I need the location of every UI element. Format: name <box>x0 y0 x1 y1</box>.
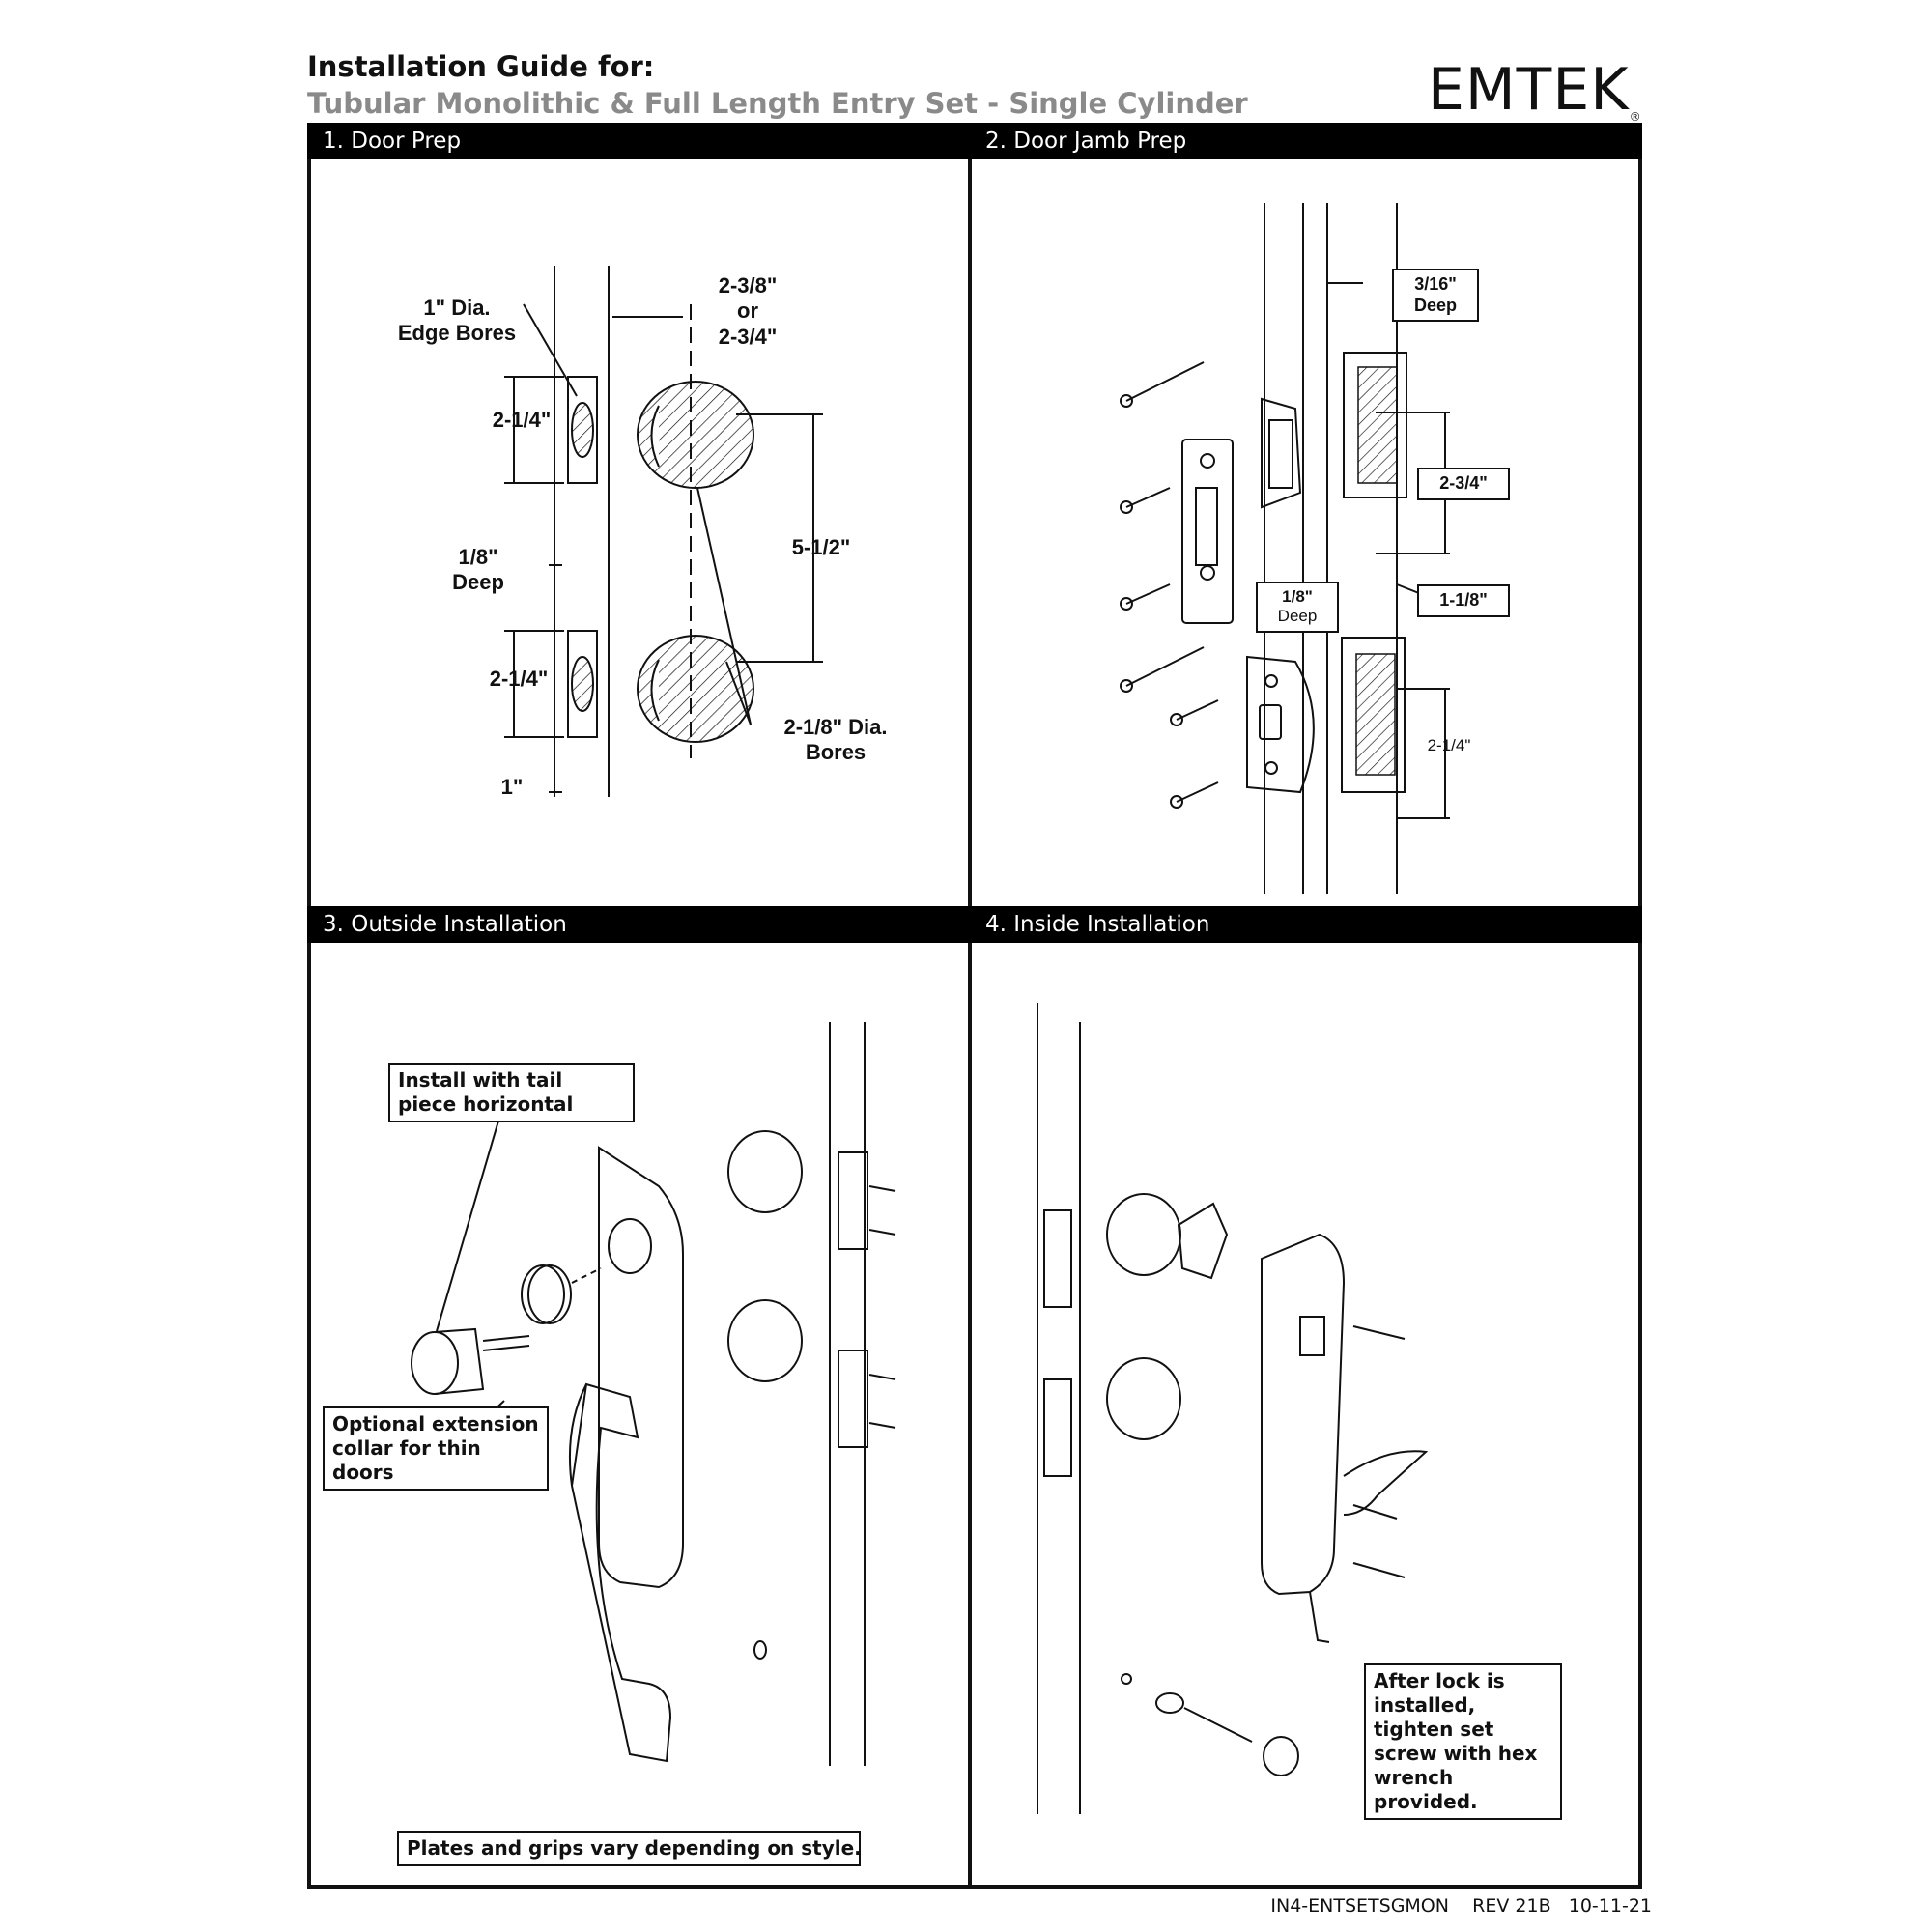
page-subtitle: Tubular Monolithic & Full Length Entry S… <box>307 87 1248 120</box>
outside-installation-diagram <box>411 1022 896 1766</box>
callout-set-screw: After lock is installed, tighten set scr… <box>1364 1663 1562 1820</box>
brand-name: EMTEK <box>1428 56 1630 124</box>
section-bar-inside-installation: 4. Inside Installation <box>970 906 1642 943</box>
dim-edge-bores: 1" Dia. Edge Bores <box>397 296 517 346</box>
callout-plates-vary: Plates and grips vary depending on style… <box>397 1831 862 1866</box>
section-bar-outside-installation: 3. Outside Installation <box>307 906 970 943</box>
dim-strike-height: 2-3/4" <box>1417 468 1510 500</box>
dim-backset: 2-3/8" or 2-3/4" <box>718 273 778 349</box>
dim-strike-offset: 1-1/8" <box>1417 584 1510 617</box>
page-title: Installation Guide for: <box>307 50 655 83</box>
panel-divider <box>968 123 972 1889</box>
dim-edge: 1" <box>500 775 524 799</box>
door-jamb-prep-diagram <box>1120 203 1450 894</box>
section-bar-door-jamb-prep: 2. Door Jamb Prep <box>970 123 1642 159</box>
inside-installation-diagram <box>1037 1003 1429 1814</box>
revision-date: 10-11-21 <box>1568 1895 1652 1917</box>
brand-registered-mark: ® <box>1629 110 1642 124</box>
door-prep-diagram <box>504 266 823 797</box>
dim-strike-depth: 3/16" Deep <box>1392 269 1479 323</box>
dim-latch-plate-depth-value: 1/8" <box>1282 587 1313 606</box>
section-bar-door-prep: 1. Door Prep <box>307 123 970 159</box>
revision: REV 21B <box>1472 1895 1551 1917</box>
document-footer: IN4-ENTSETSGMON REV 21B 10-11-21 <box>1270 1895 1652 1917</box>
dim-center-spacing: 5-1/2" <box>791 535 851 559</box>
dim-latch-plate-depth-word: Deep <box>1277 607 1318 626</box>
dim-bore-dia: 2-1/8" Dia. Bores <box>783 715 888 765</box>
callout-tail-piece: Install with tail piece horizontal <box>388 1063 635 1122</box>
dim-lower-height: 2-1/4" <box>1427 736 1471 754</box>
dim-latch-plate-depth: 1/8"Deep <box>1256 582 1339 633</box>
dim-depth: 1/8" Deep <box>452 545 504 595</box>
dim-bottom-spacing: 2-1/4" <box>489 667 549 691</box>
callout-extension-collar: Optional extension collar for thin doors <box>323 1406 549 1491</box>
brand-logo: EMTEK® <box>1428 56 1642 124</box>
doc-code: IN4-ENTSETSGMON <box>1270 1895 1449 1917</box>
dim-top-spacing: 2-1/4" <box>492 408 552 432</box>
